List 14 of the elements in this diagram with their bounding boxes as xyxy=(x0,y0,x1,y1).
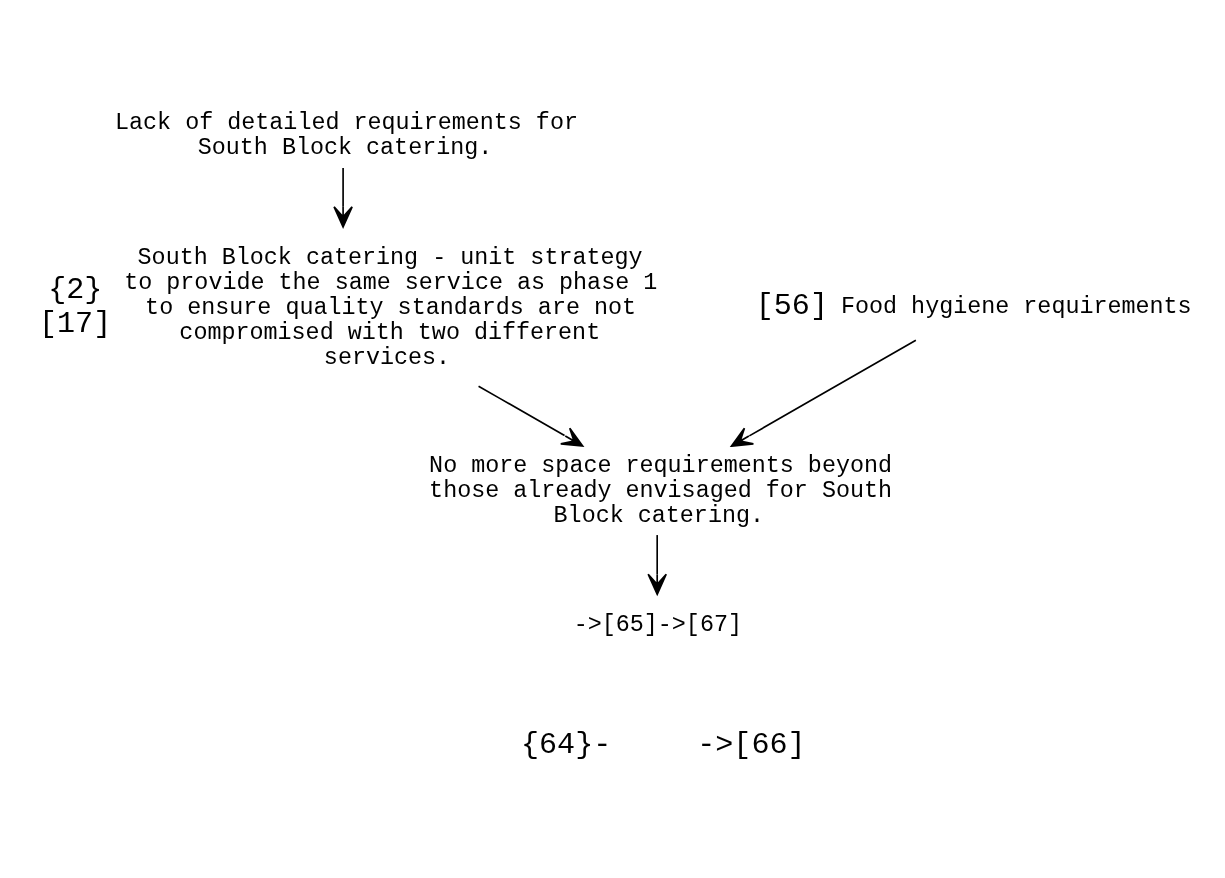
node-text: South Block catering - unit strategy to provide the same service as phase 1 to ensure quality standards are not compromised with two different services. xyxy=(124,244,658,371)
node-label: [17] xyxy=(39,306,112,341)
node-text: Lack of detailed requirements for South Block catering. xyxy=(115,109,578,161)
node-label: [56] xyxy=(755,288,828,323)
node-text: ->[65]->[67] xyxy=(573,611,742,638)
arrow xyxy=(730,338,917,447)
node-text: No more space requirements beyond those already envisaged for South Block catering. xyxy=(429,452,893,529)
node-label: {2} xyxy=(48,272,103,307)
label: {64}- xyxy=(521,727,612,762)
node-text: Food hygiene requirements xyxy=(840,293,1192,320)
arrow xyxy=(477,384,584,447)
label: ->[66] xyxy=(697,727,806,762)
arrow xyxy=(647,533,668,595)
arrow xyxy=(333,166,353,228)
